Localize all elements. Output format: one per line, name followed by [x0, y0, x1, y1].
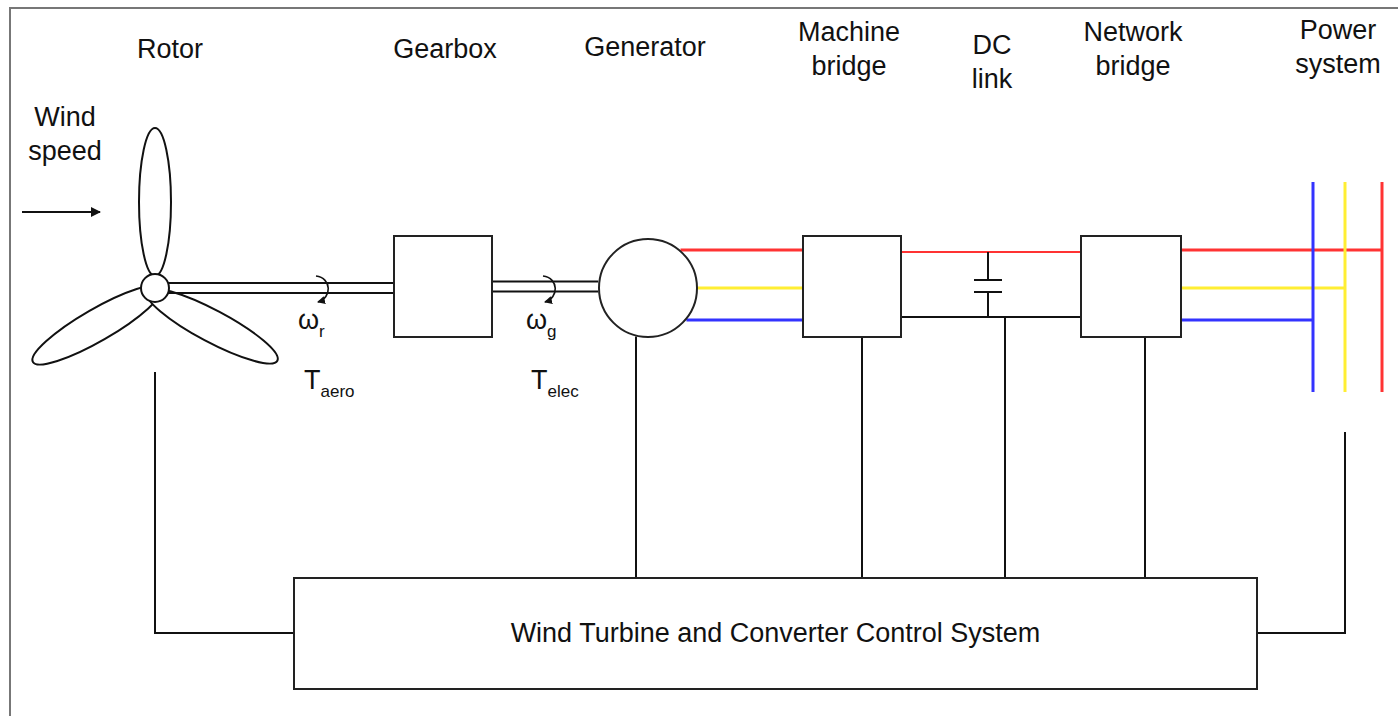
- signal-name: ωg: [526, 303, 586, 341]
- part-name: Machine bridge: [784, 15, 914, 83]
- part-name: DC link: [957, 28, 1027, 96]
- wind-arrow: [22, 211, 100, 213]
- connector: [493, 282, 598, 292]
- generator-outline: [598, 238, 698, 338]
- frame: [10, 8, 1398, 716]
- dc-link-wires: [902, 252, 1080, 317]
- signal-name: Telec: [531, 363, 611, 401]
- part-name: Power system: [1283, 13, 1393, 81]
- part-name: Generator: [555, 30, 735, 64]
- busbars: [1313, 182, 1382, 392]
- part-name: Rotor: [110, 32, 230, 66]
- part-name: Gearbox: [365, 32, 525, 66]
- rotor-shaft: [168, 283, 394, 293]
- converter-box: Machine bridge: [802, 235, 902, 338]
- box-title: Wind Turbine and Converter Control Syste…: [495, 618, 1057, 649]
- signal-name: ωr: [298, 303, 358, 341]
- connector: [862, 338, 863, 577]
- connector: [1145, 338, 1146, 577]
- control-box: Wind Turbine and Converter Control Syste…: [293, 577, 1258, 690]
- generator-circle: Generator: [598, 238, 698, 338]
- gearbox-box: Gearbox: [393, 235, 493, 338]
- connector: [636, 337, 637, 577]
- connector: [680, 250, 802, 320]
- converter-box: Network bridge: [1080, 235, 1182, 338]
- signal-name: Taero: [304, 363, 384, 401]
- grid-wires: [1182, 250, 1382, 320]
- input-name: Wind speed: [10, 100, 120, 168]
- rotor-hub: [141, 274, 169, 302]
- part-name: Network bridge: [1068, 15, 1198, 83]
